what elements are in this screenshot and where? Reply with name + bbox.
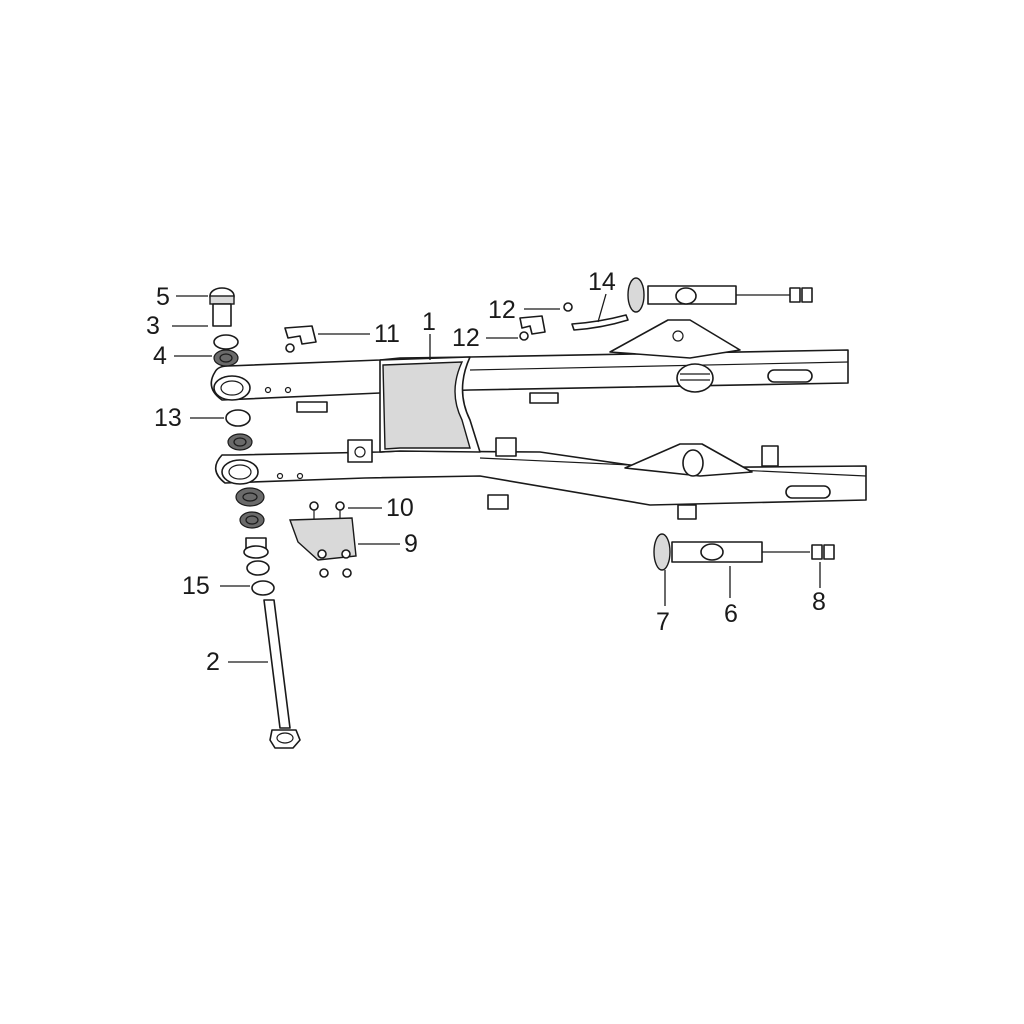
chain-adjuster-upper (627, 277, 813, 313)
callout-7: 7 (656, 608, 670, 636)
callout-10: 10 (386, 494, 414, 522)
callout-1: 1 (422, 308, 436, 336)
callout-5: 5 (156, 283, 170, 311)
swingarm-frame (210, 319, 867, 520)
callout-11: 11 (374, 320, 400, 348)
pivot-stack (209, 287, 275, 596)
small-brackets (284, 302, 573, 353)
callout-labels: 1 2 3 4 5 6 7 8 9 10 11 12 12 13 14 15 (146, 268, 826, 676)
chain-adjuster-lower (653, 533, 835, 571)
callout-12-upper: 12 (488, 296, 516, 324)
callout-6: 6 (724, 600, 738, 628)
leader-lines (172, 293, 821, 663)
chain-clip (571, 314, 629, 331)
callout-2: 2 (206, 648, 220, 676)
bracket-guard (289, 501, 357, 578)
callout-13: 13 (154, 404, 182, 432)
callout-8: 8 (812, 588, 826, 616)
callout-4: 4 (153, 342, 167, 370)
pivot-bolt (263, 599, 301, 749)
callout-15: 15 (182, 572, 210, 600)
callout-14: 14 (588, 268, 616, 296)
callout-9: 9 (404, 530, 418, 558)
callout-12-lower: 12 (452, 324, 480, 352)
callout-3: 3 (146, 312, 160, 340)
